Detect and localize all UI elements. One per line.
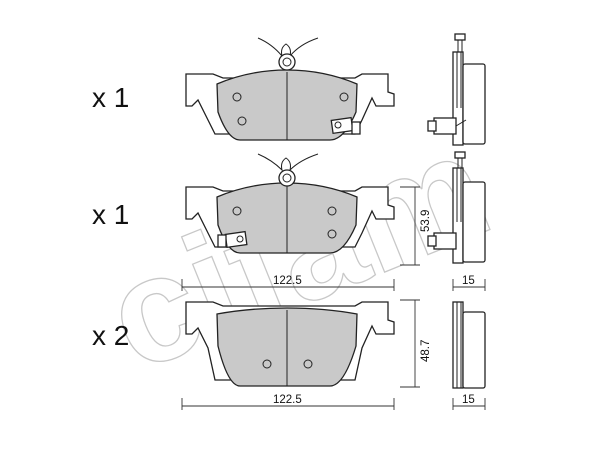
brake-pad-front-view-1 [185,37,395,141]
brake-pad-side-view-3 [452,301,486,389]
height-dimension-label-1: 53.9 [420,210,432,232]
thickness-dimension-label-1: 15 [462,275,475,287]
quantity-label-row-2: x 1 [92,199,129,230]
width-dimension-label-2: 122.5 [273,394,302,406]
brake-pad-front-view-2 [185,153,395,254]
brake-pad-side-view-1 [427,33,486,146]
thickness-dimension-1 [452,279,486,291]
width-dimension-1 [181,279,395,291]
quantity-label-row-1: x 1 [92,82,129,113]
width-dimension-2 [181,398,395,410]
height-dimension-1 [400,186,420,266]
brake-pad-side-view-2 [427,151,486,264]
height-dimension-2 [400,299,420,388]
quantity-label-row-3: x 2 [92,320,129,351]
thickness-dimension-label-2: 15 [462,394,475,406]
brake-pad-front-view-3 [185,301,395,387]
width-dimension-label-1: 122.5 [273,275,302,287]
thickness-dimension-2 [452,398,486,410]
height-dimension-label-2: 48.7 [420,340,432,362]
